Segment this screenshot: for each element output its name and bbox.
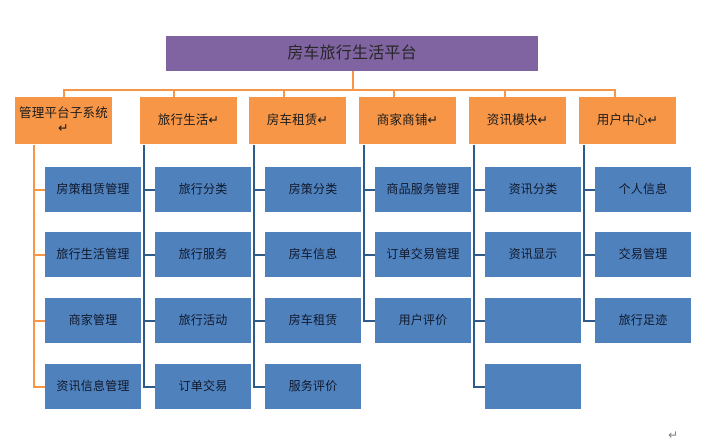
connector-stub-2-4 [143, 386, 155, 388]
connector-stub-4-1 [363, 189, 375, 191]
connector-spine-col-2 [143, 145, 145, 388]
node-leaf-4-2[interactable]: 订单交易管理 [375, 232, 471, 277]
node-leaf-3-2-label: 房车信息 [288, 247, 338, 262]
node-branch-3-label: 房车租赁↵ [266, 112, 329, 128]
node-leaf-6-3-label: 旅行足迹 [618, 313, 668, 328]
node-leaf-4-1[interactable]: 商品服务管理 [375, 167, 471, 212]
connector-bus-drop-5 [504, 89, 506, 97]
node-leaf-2-1-label: 旅行分类 [178, 182, 228, 197]
connector-bus-drop-1 [63, 89, 65, 97]
connector-spine-col-5 [473, 145, 475, 388]
node-root[interactable]: 房车旅行生活平台 [166, 36, 538, 71]
connector-stub-5-4 [473, 386, 485, 388]
connector-stub-3-4 [253, 386, 265, 388]
node-leaf-3-4-label: 服务评价 [288, 379, 338, 394]
node-leaf-5-1[interactable]: 资讯分类 [485, 167, 581, 212]
node-leaf-1-2[interactable]: 旅行生活管理 [45, 232, 141, 277]
connector-stub-1-4 [33, 386, 45, 388]
node-branch-1[interactable]: 管理平台子系统↵ [15, 97, 112, 144]
node-branch-1-label: 管理平台子系统↵ [19, 104, 108, 135]
node-leaf-1-1-label: 房策租赁管理 [56, 182, 130, 197]
node-leaf-1-3-label: 商家管理 [68, 313, 118, 328]
paragraph-mark: ↵ [668, 428, 679, 442]
connector-stub-3-3 [253, 320, 265, 322]
node-leaf-3-4[interactable]: 服务评价 [265, 364, 361, 409]
node-leaf-3-2[interactable]: 房车信息 [265, 232, 361, 277]
connector-bus-drop-6 [614, 89, 616, 97]
node-leaf-1-1[interactable]: 房策租赁管理 [45, 167, 141, 212]
node-branch-5-label: 资讯模块↵ [486, 112, 549, 128]
connector-stub-1-3 [33, 320, 45, 322]
node-leaf-6-2-label: 交易管理 [618, 247, 668, 262]
node-leaf-2-2[interactable]: 旅行服务 [155, 232, 251, 277]
node-leaf-2-4-label: 订单交易 [178, 379, 228, 394]
node-branch-4-label: 商家商铺↵ [376, 112, 439, 128]
connector-stub-5-2 [473, 254, 485, 256]
node-leaf-5-4[interactable] [485, 364, 581, 409]
connector-bus-drop-2 [173, 89, 175, 97]
node-branch-2[interactable]: 旅行生活↵ [140, 97, 237, 144]
node-leaf-5-1-label: 资讯分类 [508, 182, 558, 197]
connector-stub-3-2 [253, 254, 265, 256]
node-leaf-3-1[interactable]: 房策分类 [265, 167, 361, 212]
connector-stub-1-1 [33, 189, 45, 191]
node-leaf-5-3[interactable] [485, 298, 581, 343]
connector-stub-3-1 [253, 189, 265, 191]
connector-stub-2-1 [143, 189, 155, 191]
node-leaf-6-3[interactable]: 旅行足迹 [595, 298, 691, 343]
connector-stub-6-2 [583, 254, 595, 256]
connector-spine-col-3 [253, 145, 255, 388]
connector-stub-4-2 [363, 254, 375, 256]
connector-stub-2-2 [143, 254, 155, 256]
node-leaf-1-4[interactable]: 资讯信息管理 [45, 364, 141, 409]
connector-spine-col-6 [583, 145, 585, 322]
node-leaf-1-2-label: 旅行生活管理 [56, 247, 130, 262]
connector-stub-6-1 [583, 189, 595, 191]
node-leaf-4-2-label: 订单交易管理 [386, 247, 460, 262]
connector-stub-6-3 [583, 320, 595, 322]
node-leaf-2-4[interactable]: 订单交易 [155, 364, 251, 409]
node-leaf-1-3[interactable]: 商家管理 [45, 298, 141, 343]
node-leaf-4-1-label: 商品服务管理 [386, 182, 460, 197]
node-branch-6-label: 用户中心↵ [596, 112, 659, 128]
connector-root-drop [352, 70, 354, 90]
connector-stub-2-3 [143, 320, 155, 322]
node-leaf-2-1[interactable]: 旅行分类 [155, 167, 251, 212]
node-leaf-4-3[interactable]: 用户评价 [375, 298, 471, 343]
node-leaf-2-3[interactable]: 旅行活动 [155, 298, 251, 343]
node-leaf-3-1-label: 房策分类 [288, 182, 338, 197]
node-leaf-6-1[interactable]: 个人信息 [595, 167, 691, 212]
connector-stub-1-2 [33, 254, 45, 256]
node-leaf-3-3-label: 房车租赁 [288, 313, 338, 328]
connector-spine-col-1 [33, 145, 35, 388]
node-branch-4[interactable]: 商家商铺↵ [359, 97, 456, 144]
connector-stub-4-3 [363, 320, 375, 322]
node-leaf-2-3-label: 旅行活动 [178, 313, 228, 328]
node-leaf-2-2-label: 旅行服务 [178, 247, 228, 262]
connector-horizontal-bus [63, 89, 616, 91]
connector-bus-drop-4 [393, 89, 395, 97]
node-leaf-6-1-label: 个人信息 [618, 182, 668, 197]
node-branch-2-label: 旅行生活↵ [157, 112, 220, 128]
node-leaf-5-2[interactable]: 资讯显示 [485, 232, 581, 277]
node-branch-3[interactable]: 房车租赁↵ [249, 97, 346, 144]
connector-spine-col-4 [363, 145, 365, 322]
node-leaf-4-3-label: 用户评价 [398, 313, 448, 328]
connector-stub-5-3 [473, 320, 485, 322]
node-root-label: 房车旅行生活平台 [287, 43, 417, 63]
node-branch-6[interactable]: 用户中心↵ [579, 97, 676, 144]
node-leaf-1-4-label: 资讯信息管理 [56, 379, 130, 394]
node-leaf-3-3[interactable]: 房车租赁 [265, 298, 361, 343]
connector-stub-5-1 [473, 189, 485, 191]
node-leaf-6-2[interactable]: 交易管理 [595, 232, 691, 277]
node-leaf-5-2-label: 资讯显示 [508, 247, 558, 262]
connector-bus-drop-3 [283, 89, 285, 97]
node-branch-5[interactable]: 资讯模块↵ [469, 97, 566, 144]
